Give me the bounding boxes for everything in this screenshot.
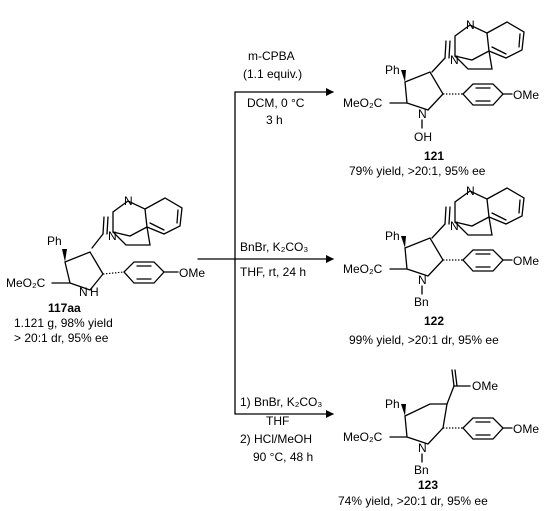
ester-ome-label: OMe: [472, 379, 498, 393]
anisyl-group: OMe: [462, 83, 539, 106]
azaindoline-group: N N: [450, 18, 525, 70]
starting-note-yield: 1.121 g, 98% yield: [14, 316, 113, 330]
ome-label: OMe: [513, 422, 539, 436]
condition-121-time: 3 h: [266, 113, 283, 127]
conditions-121: m-CPBA (1.1 equiv.) DCM, 0 °C 3 h: [243, 49, 305, 127]
pyridine-n-label: N: [466, 18, 475, 32]
condition-122-solvent: THF, rt, 24 h: [240, 265, 306, 279]
anisyl-group: OMe: [123, 261, 205, 284]
compound-id-117aa: 117aa: [48, 301, 81, 315]
result-122: 99% yield, >20:1 dr, 95% ee: [349, 333, 499, 347]
anisyl-group: OMe: [462, 249, 539, 272]
condition-123-step1: 1) BnBr, K₂CO₃: [240, 395, 322, 409]
ring-n-label: N: [418, 441, 427, 455]
condition-123-step2-conditions: 90 °C, 48 h: [253, 450, 313, 464]
compound-id-123: 123: [418, 478, 438, 492]
conditions-123: 1) BnBr, K₂CO₃ THF 2) HCl/MeOH 90 °C, 48…: [240, 395, 322, 464]
condition-121-solvent: DCM, 0 °C: [247, 96, 305, 110]
ome-label: OMe: [179, 266, 205, 280]
benzyl-label: Bn: [414, 463, 429, 477]
ester-label: MeO₂C: [343, 430, 383, 444]
ring-n-label: N: [79, 285, 88, 299]
azaindoline-group: N N: [450, 184, 525, 236]
conditions-122: BnBr, K₂CO₃ THF, rt, 24 h: [240, 240, 308, 279]
ester-label: MeO₂C: [343, 262, 383, 276]
compound-id-121: 121: [424, 149, 444, 163]
reaction-arrows: [197, 88, 334, 418]
pyrrolidine-ring: N OH: [404, 71, 444, 144]
result-123: 74% yield, >20:1 dr, 95% ee: [338, 494, 488, 508]
anisyl-group: OMe: [462, 417, 539, 440]
pyridine-n-label: N: [124, 194, 133, 208]
nh-label: H: [90, 285, 99, 299]
phenyl-label: Ph: [385, 397, 400, 411]
amide-n-label: N: [450, 219, 459, 233]
pyrrolidine-ring: N Bn: [404, 237, 444, 309]
product-121: N N N OH Ph MeO₂C OMe 121 79% yield, >20…: [343, 18, 539, 178]
condition-121-reagent: m-CPBA: [248, 49, 295, 63]
ome-label: OMe: [513, 254, 539, 268]
phenyl-label: Ph: [385, 229, 400, 243]
condition-123-step1-solvent: THF: [266, 414, 289, 428]
phenyl-label: Ph: [385, 63, 400, 77]
compound-id-122: 122: [424, 314, 444, 328]
ring-n-label: N: [418, 273, 427, 287]
condition-121-equiv: (1.1 equiv.): [243, 67, 302, 81]
phenyl-label: Ph: [47, 234, 62, 248]
ester-label: MeO₂C: [6, 276, 46, 290]
starting-note-selectivity: > 20:1 dr, 95% ee: [14, 331, 109, 345]
product-123: OMe N Bn Ph MeO₂C OMe 123 74% yield, >20…: [338, 369, 539, 508]
pyrrolidine-ring: N H: [64, 251, 104, 299]
azaindoline-group: N N: [108, 194, 183, 246]
condition-122-reagent: BnBr, K₂CO₃: [240, 240, 308, 254]
ester-label: MeO₂C: [343, 96, 383, 110]
result-121: 79% yield, >20:1, 95% ee: [349, 164, 486, 178]
benzyl-label: Bn: [414, 295, 429, 309]
ome-label: OMe: [513, 88, 539, 102]
pyridine-n-label: N: [466, 184, 475, 198]
condition-123-step2: 2) HCl/MeOH: [240, 432, 312, 446]
amide-n-label: N: [450, 53, 459, 67]
product-122: N N N Bn Ph MeO₂C OMe 122 99% yield, >20…: [343, 184, 539, 347]
amide-n-label: N: [108, 229, 117, 243]
starting-material-117aa: N N N H Ph MeO₂C OMe 117aa 1.121 g, 98% …: [6, 194, 205, 345]
pyrrolidine-ring: N Bn: [404, 403, 448, 477]
hydroxyl-label: OH: [414, 130, 432, 144]
ring-n-label: N: [418, 107, 427, 121]
